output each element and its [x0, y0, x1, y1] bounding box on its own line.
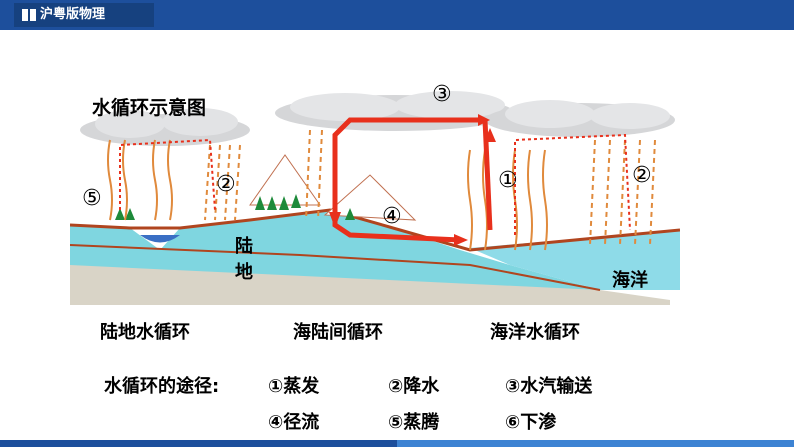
- header-text: 沪粤版物理: [40, 7, 106, 22]
- lake: [140, 235, 180, 243]
- ocean-label: 海洋: [612, 270, 648, 291]
- book-icon: [22, 9, 36, 21]
- water-cycle-diagram: [70, 91, 680, 305]
- way-evaporation: ①蒸发: [268, 376, 320, 397]
- diagram-title: 水循环示意图: [92, 97, 207, 119]
- header-bar: 沪粤版物理: [0, 0, 794, 30]
- sea-cloud: [275, 91, 675, 137]
- vapour-streaks: [107, 139, 548, 251]
- bottom-bar-left: [0, 440, 397, 447]
- bottom-bar-right: [397, 440, 794, 447]
- caption-land-cycle: 陆地水循环: [100, 322, 190, 343]
- trees: [115, 194, 355, 220]
- mountain-2: [323, 174, 417, 221]
- way-vapour-transport: ③水汽输送: [505, 376, 593, 397]
- way-runoff: ④径流: [268, 412, 320, 433]
- marker-precip-ocean: ②: [632, 163, 652, 188]
- land-cycle-arrow: [119, 138, 216, 211]
- land-cloud: [80, 108, 250, 146]
- header-label: 沪粤版物理: [14, 3, 154, 27]
- way-transpiration: ⑤蒸腾: [388, 412, 440, 433]
- arrow-head-up: [484, 128, 496, 142]
- soil-line: [70, 244, 601, 291]
- land-surface: [70, 210, 600, 290]
- arrow-head-left: [329, 212, 341, 228]
- ways-title: 水循环的途径:: [104, 376, 220, 397]
- coast-line: [70, 208, 680, 252]
- marker-precip-land: ②: [216, 172, 236, 197]
- marker-evaporation: ①: [498, 168, 518, 193]
- marker-transpiration: ⑤: [82, 186, 102, 211]
- marker-vapour-transport: ③: [432, 82, 452, 107]
- arrow-head-right: [454, 234, 468, 246]
- land-label-2: 地: [235, 262, 253, 283]
- bottom-bar: [0, 440, 794, 447]
- rain-streaks: [204, 129, 656, 246]
- caption-sea-land-cycle: 海陆间循环: [293, 322, 383, 343]
- caption-ocean-cycle: 海洋水循环: [490, 322, 580, 343]
- ocean-cycle-arrow: [514, 133, 631, 235]
- marker-runoff: ④: [382, 204, 402, 229]
- arrow-head-top: [478, 114, 490, 126]
- land-label-1: 陆: [235, 236, 253, 257]
- way-infiltration: ⑥下渗: [505, 412, 557, 433]
- way-precipitation: ②降水: [388, 376, 440, 397]
